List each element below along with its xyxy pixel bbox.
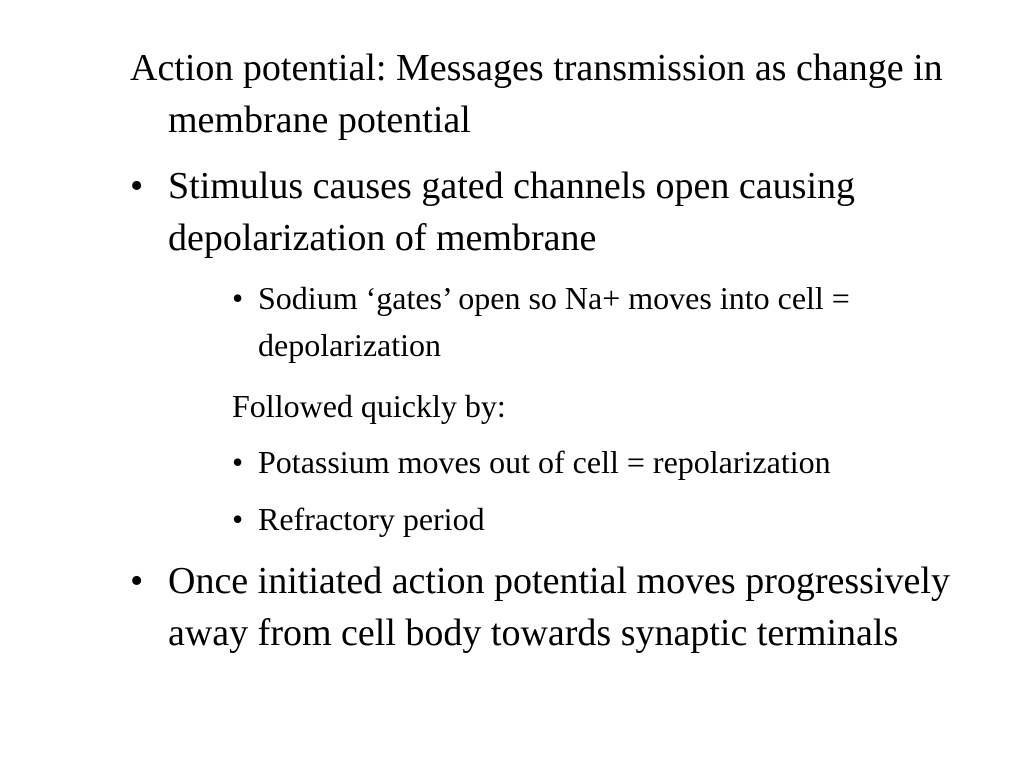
bullet-icon: •	[232, 280, 244, 316]
heading-label: Action potential:	[130, 47, 387, 89]
heading-text: Messages transmission as change in membr…	[168, 47, 943, 141]
sub-bullet-item-potassium: • Potassium moves out of cell = repolari…	[232, 439, 1002, 486]
plain-text: Followed quickly by:	[232, 388, 506, 424]
bullet-text: Once initiated action potential moves pr…	[168, 560, 950, 654]
bullet-icon: •	[232, 501, 244, 537]
bullet-text: Stimulus causes gated channels open caus…	[168, 165, 856, 259]
bullet-text: Potassium moves out of cell = repolariza…	[258, 444, 831, 480]
bullet-item-stimulus: • Stimulus causes gated channels open ca…	[130, 160, 985, 264]
sub-text-followed: Followed quickly by:	[232, 383, 977, 430]
bullet-icon: •	[232, 444, 244, 480]
bullet-icon: •	[130, 560, 144, 602]
sub-bullet-item-refractory: • Refractory period	[232, 496, 977, 543]
sub-bullet-item-sodium: • Sodium ‘gates’ open so Na+ moves into …	[232, 275, 977, 369]
bullet-item-propagation: • Once initiated action potential moves …	[130, 555, 960, 659]
bullet-icon: •	[130, 165, 144, 207]
slide-heading: Action potential: Messages transmission …	[130, 42, 988, 146]
bullet-text: Refractory period	[258, 501, 485, 537]
bullet-text: Sodium ‘gates’ open so Na+ moves into ce…	[258, 280, 850, 363]
